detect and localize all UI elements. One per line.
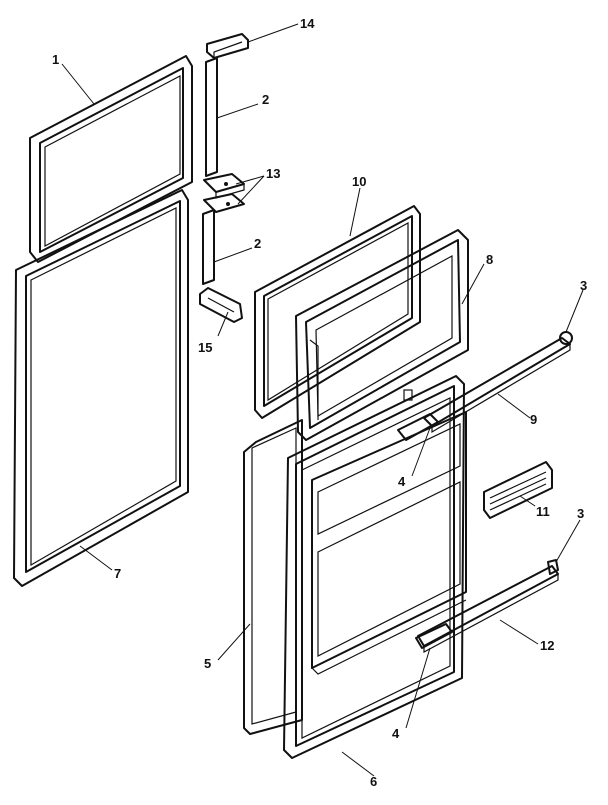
hinge-cap	[206, 33, 249, 59]
door-shelf-rail-upper	[423, 337, 571, 434]
callout-5: 5	[204, 656, 211, 671]
dairy-door	[483, 461, 553, 519]
leader-lines	[61, 23, 584, 777]
callout-13: 13	[266, 166, 280, 181]
freezer-door	[295, 229, 469, 441]
callout-2-lower: 2	[254, 236, 261, 251]
trim-strip-lower	[202, 209, 215, 285]
callout-10: 10	[352, 174, 366, 189]
hinge-bracket-lower	[203, 193, 245, 213]
freezer-liner-gasket	[254, 205, 421, 419]
callout-11: 11	[536, 504, 550, 519]
fresh-food-door	[283, 375, 467, 759]
callout-7: 7	[114, 566, 121, 581]
shelf-end-cap-upper	[397, 413, 439, 441]
callout-15: 15	[198, 340, 212, 355]
callout-9: 9	[530, 412, 537, 427]
callout-12: 12	[540, 638, 554, 653]
hinge-block	[199, 287, 243, 323]
callout-4-upper: 4	[398, 474, 406, 489]
fresh-food-liner-gasket	[243, 419, 303, 735]
callout-1: 1	[52, 52, 59, 67]
callout-8: 8	[486, 252, 493, 267]
callout-3-lower: 3	[577, 506, 584, 521]
hinge-bracket-upper	[203, 173, 245, 199]
trim-strip-upper	[205, 57, 218, 177]
callout-4-lower: 4	[392, 726, 400, 741]
callout-14: 14	[300, 16, 315, 31]
callout-3-upper: 3	[580, 278, 587, 293]
fresh-food-door-gasket	[13, 189, 189, 587]
callouts: 1 14 2 13 2 15 10 8 3 9 4 11 3 12 4 5 6 …	[52, 16, 587, 789]
rail-end-cap-lower	[547, 559, 559, 575]
door-shelf-rail-lower	[417, 565, 559, 654]
freezer-door-gasket	[29, 55, 193, 263]
callout-6: 6	[370, 774, 377, 789]
callout-2-upper: 2	[262, 92, 269, 107]
